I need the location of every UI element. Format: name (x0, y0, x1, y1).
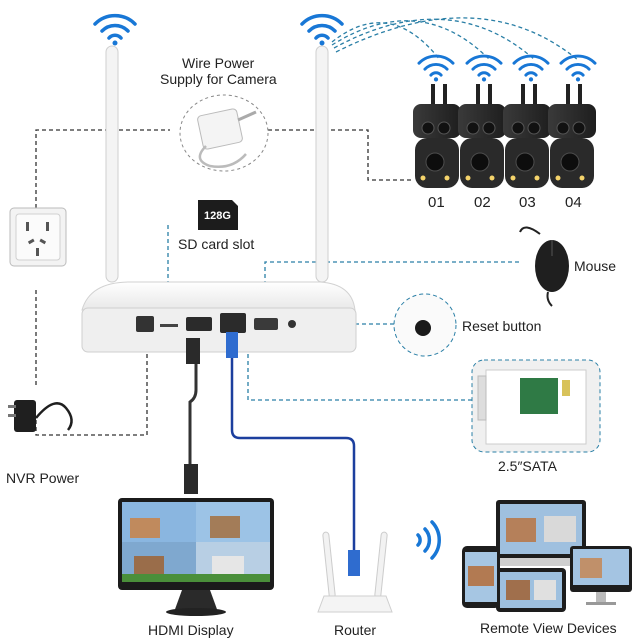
camera-power-supply (179, 94, 269, 172)
wire-power-label-2: Supply for Camera (160, 71, 277, 87)
dc-power-port (136, 316, 154, 332)
nvr-recorder (81, 281, 357, 353)
hdmi-display-label: HDMI Display (148, 622, 234, 638)
tablet-icon (496, 568, 566, 612)
camera-number-label: 03 (519, 194, 536, 211)
lan-cable (226, 332, 360, 576)
camera-number-label: 04 (565, 194, 582, 211)
monitor-icon (118, 498, 274, 616)
camera-icon (503, 84, 551, 188)
hdmi-cable (184, 338, 200, 494)
sd-card-icon (198, 200, 238, 230)
camera-icon (413, 84, 461, 188)
cameras (413, 84, 596, 188)
wifi-icon (93, 13, 597, 560)
remote-view-label: Remote View Devices (480, 620, 617, 636)
sd-slot-label: SD card slot (178, 236, 255, 252)
hdmi-port (186, 317, 212, 331)
reset-button-icon (393, 293, 457, 357)
mouse-label: Mouse (574, 258, 617, 274)
reset-button-label: Reset button (462, 318, 542, 334)
router-icon (317, 531, 393, 613)
camera-number-label: 02 (474, 194, 491, 211)
monitor-icon (570, 546, 632, 605)
camera-icon (458, 84, 506, 188)
usb-port (254, 318, 278, 330)
sata-label: 2.5″SATA (498, 458, 557, 474)
nvr-power-label: NVR Power (6, 470, 80, 486)
sata-board-icon (471, 359, 601, 453)
nvr-antennas (105, 45, 329, 283)
laptop-icon (482, 500, 600, 566)
reset-hole (288, 320, 296, 328)
phone-icon (462, 546, 500, 608)
power-socket-icon (9, 207, 67, 267)
router-label: Router (334, 622, 377, 638)
mouse-icon (519, 226, 569, 307)
sd-slot-port (160, 324, 178, 327)
camera-icon (548, 84, 596, 188)
sd-capacity-label: 128G (204, 210, 231, 222)
wire-power-label-1: Wire Power (182, 55, 255, 71)
camera-number-label: 01 (428, 194, 445, 211)
power-adapter-icon (8, 400, 73, 432)
lan-port (220, 313, 246, 333)
